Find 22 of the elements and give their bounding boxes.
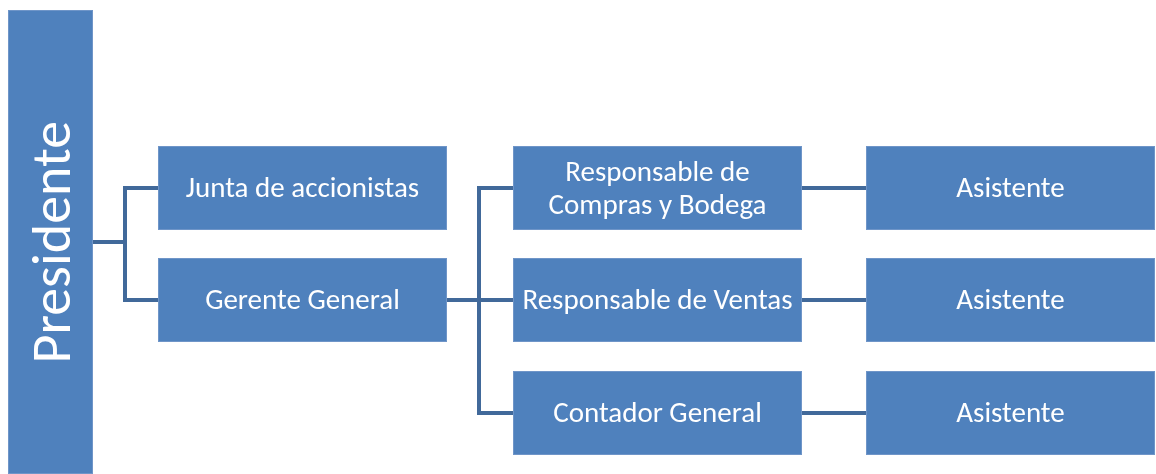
org-box	[513, 146, 802, 230]
title-text: Presidente	[22, 120, 79, 364]
org-box	[513, 371, 802, 455]
role-label: Asistente	[955, 171, 1066, 205]
org-box	[158, 146, 447, 230]
role-label: Contador General	[552, 396, 763, 430]
role-label: Responsable de Ventas	[521, 283, 794, 317]
org-box	[866, 146, 1155, 230]
connector-line	[802, 186, 866, 190]
connector-line	[802, 298, 866, 302]
connector-line	[93, 240, 158, 302]
org-box	[866, 258, 1155, 342]
org-box	[866, 371, 1155, 455]
org-box	[158, 258, 447, 342]
role-label: Asistente	[955, 396, 1066, 430]
role-label: Junta de accionistas	[184, 171, 421, 205]
role-label: Gerente General	[204, 283, 401, 317]
connector-line	[802, 411, 866, 415]
title-bar	[8, 10, 93, 474]
role-label: Responsable de Compras y Bodega	[547, 154, 768, 222]
role-label: Asistente	[955, 283, 1066, 317]
org-box	[513, 258, 802, 342]
